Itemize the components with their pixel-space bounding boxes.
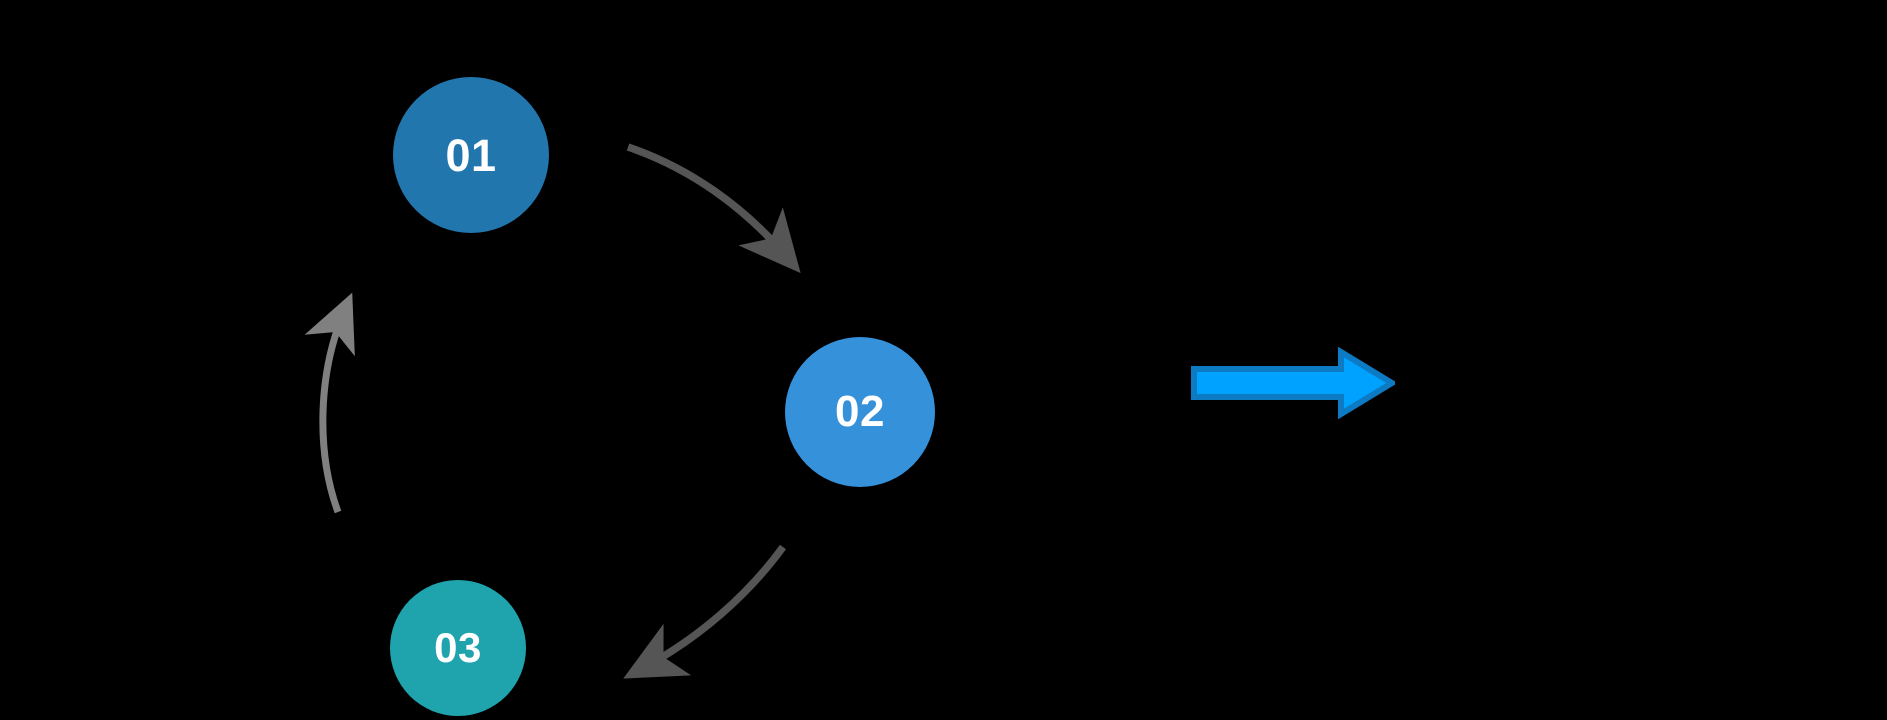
process-node-03[interactable]: 03 [390,580,526,716]
right-arrow-shape [1191,347,1395,419]
process-node-02[interactable]: 02 [785,337,935,487]
right-arrow-icon[interactable] [1191,347,1395,419]
process-node-02-label: 02 [835,387,885,436]
connector-02-to-03 [623,544,787,679]
process-node-01[interactable]: 01 [393,77,549,233]
process-node-03-label: 03 [434,624,482,671]
process-node-01-label: 01 [445,129,497,181]
connector-03-to-01 [304,292,355,514]
connector-01-to-02 [626,143,801,274]
